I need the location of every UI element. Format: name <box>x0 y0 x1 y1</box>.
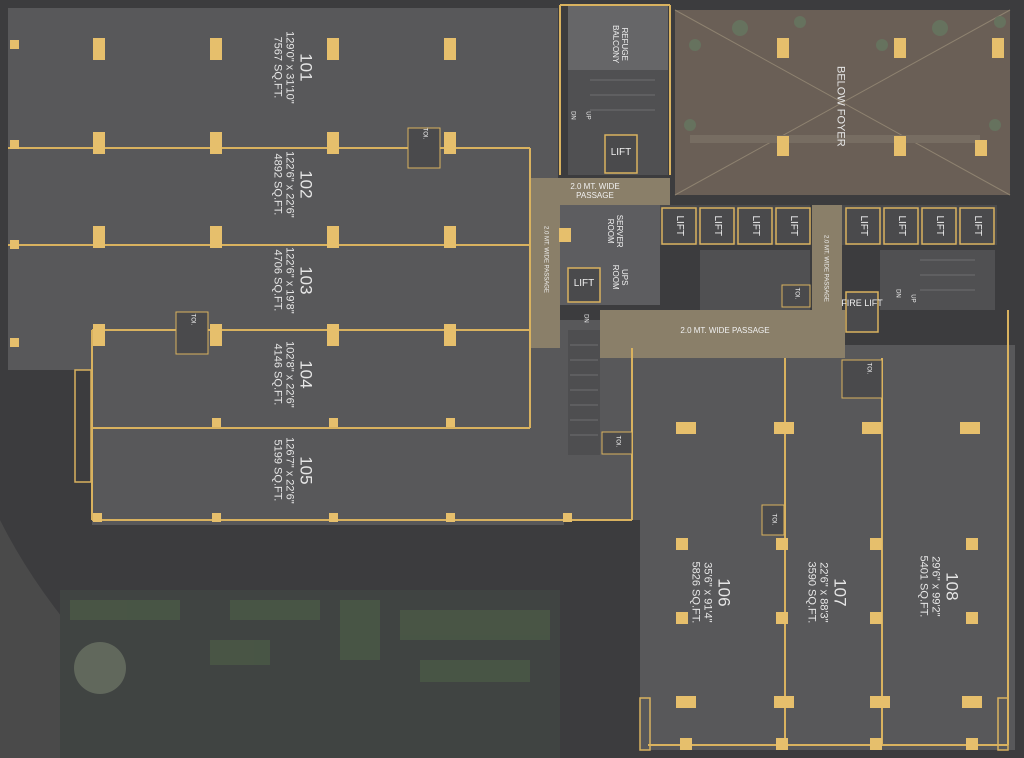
unit-number: 108 <box>942 572 962 601</box>
unit-number: 107 <box>830 578 850 607</box>
passage-bottom <box>600 310 845 358</box>
unit-area: 5401 SQ.FT. <box>917 555 930 618</box>
west-wing-floor <box>8 8 558 370</box>
main-stair <box>568 330 600 455</box>
unit-number: 105 <box>296 456 316 485</box>
unit-106-label: 106 35'6" x 91'4" 5826 SQ.FT. <box>689 517 734 667</box>
toilet-label: TOI. <box>770 513 777 526</box>
ups-room-label: UPS ROOM <box>611 264 630 290</box>
unit-107-label: 107 22'6" x 88'3" 3590 SQ.FT. <box>805 517 850 667</box>
lift-label: LIFT <box>573 278 595 289</box>
east-stair <box>880 250 995 310</box>
planting-beds <box>70 600 550 682</box>
toilet-label: TOI. <box>865 362 872 375</box>
toilet-blocks <box>175 127 883 536</box>
stair-down-label: DN <box>569 111 576 120</box>
lift-label: LIFT <box>895 215 907 237</box>
lift-label: LIFT <box>971 215 983 237</box>
refuge-balcony-label: REFUGE BALCONY <box>611 25 630 64</box>
foyer-planters <box>684 16 1006 131</box>
structural-columns <box>10 38 1004 750</box>
east-wing-floor <box>640 345 1015 750</box>
passage-right-label: 2.0 MT. WIDE PASSAGE <box>822 234 829 302</box>
below-foyer-label: BELOW FOYER <box>834 65 847 147</box>
stair-down-label: DN <box>894 289 901 298</box>
stair-up-label: UP <box>584 111 591 120</box>
toilet-label: TOI. <box>421 127 428 140</box>
lift-label: LIFT <box>749 215 761 237</box>
refuge-balcony <box>568 5 668 70</box>
lift-label: LIFT <box>857 215 869 237</box>
foyer-diagonal <box>674 9 1011 196</box>
passage-vertical <box>530 178 560 348</box>
unit-area: 5199 SQ.FT. <box>271 439 284 502</box>
toilet-label: TOI. <box>189 313 196 326</box>
unit-dimensions: 35'6" x 91'4" <box>701 562 714 623</box>
unit-dimensions: 29'6" x 99'2" <box>929 556 942 617</box>
toilet-label: TOI. <box>614 435 621 448</box>
unit-108-label: 108 29'6" x 99'2" 5401 SQ.FT. <box>917 511 962 661</box>
unit-number: 106 <box>714 578 734 607</box>
passage-bottom-label: 2.0 MT. WIDE PASSAGE <box>680 326 770 335</box>
exterior-fins <box>74 369 1009 751</box>
tree <box>74 642 126 694</box>
stair-treads <box>570 79 975 436</box>
passage-top-label: 2.0 MT. WIDE PASSAGE <box>570 182 620 201</box>
stair-up-label: UP <box>909 294 916 303</box>
passage-right <box>812 205 842 355</box>
unit-dimensions: 22'6" x 88'3" <box>817 562 830 623</box>
lift-label: LIFT <box>610 147 632 158</box>
server-room-label: SERVER ROOM <box>606 214 625 248</box>
unit-area: 5826 SQ.FT. <box>689 561 702 624</box>
lift-label: LIFT <box>711 215 723 237</box>
unit-area: 3590 SQ.FT. <box>805 561 818 624</box>
lift-label: LIFT <box>787 215 799 237</box>
lift-label: LIFT <box>933 215 945 237</box>
driveway <box>0 520 200 758</box>
lift-label: LIFT <box>673 215 685 237</box>
fire-lift-label: FIRE LIFT <box>841 298 883 308</box>
lift-shafts <box>567 134 995 333</box>
stair-down-label: DN <box>582 314 589 323</box>
unit-dimensions: 126'7" x 22'6" <box>283 437 296 504</box>
toilet-label: TOI. <box>793 287 800 300</box>
passage-vertical-label: 2.0 MT. WIDE PASSAGE <box>542 225 549 293</box>
foyer-bench <box>690 135 980 143</box>
unit-105-label: 105 126'7" x 22'6" 5199 SQ.FT. <box>271 395 316 545</box>
